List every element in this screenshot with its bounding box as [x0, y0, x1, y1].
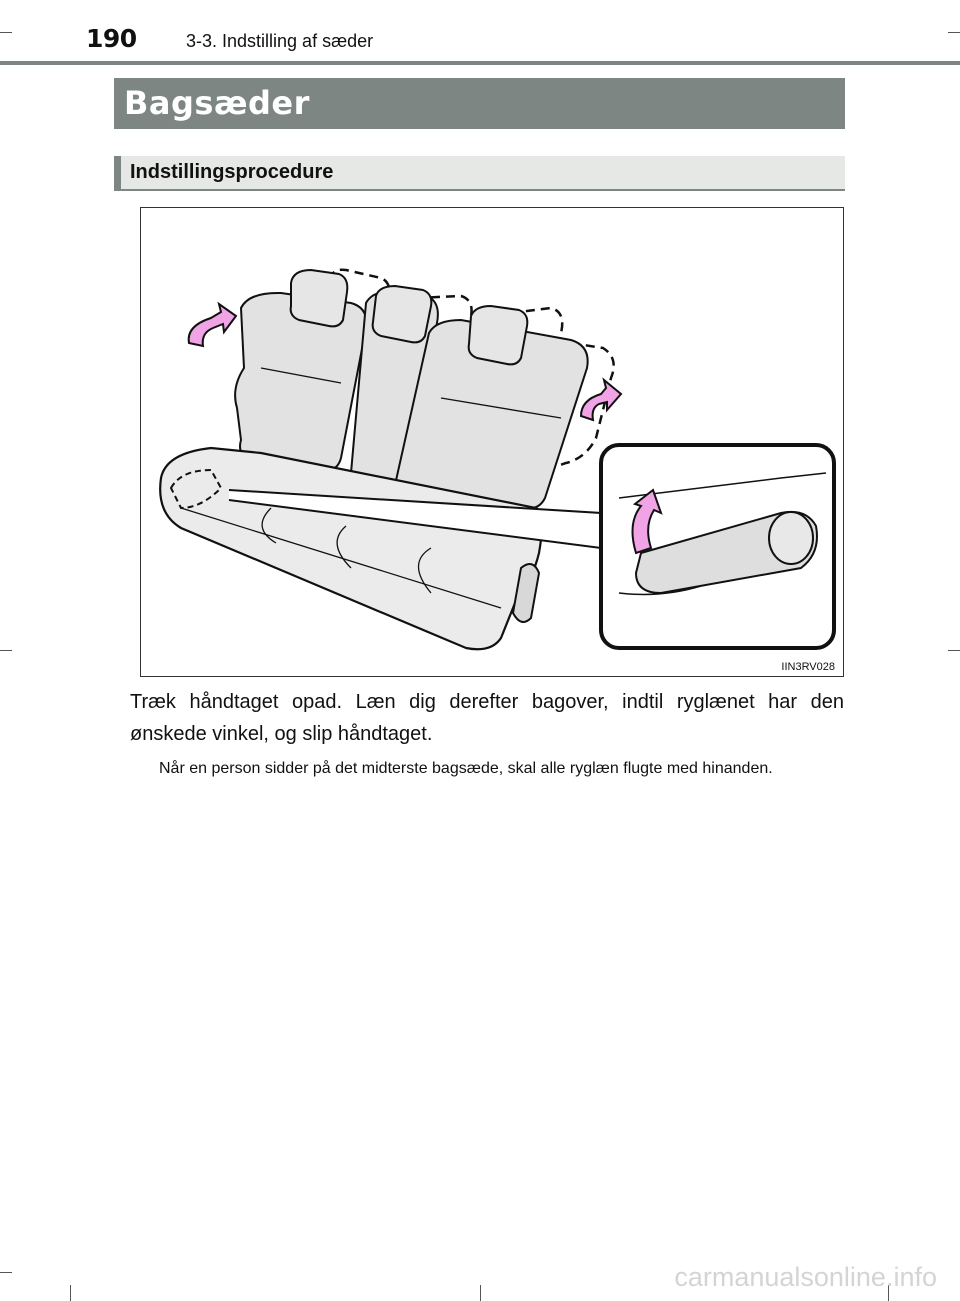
page-number: 190	[86, 24, 137, 53]
subheading-bar: Indstillingsprocedure	[114, 156, 845, 191]
rear-seat-drawing	[159, 268, 836, 651]
lever-location-outline	[169, 468, 223, 510]
instruction-text: Træk håndtaget opad. Læn dig derefter ba…	[130, 691, 844, 745]
page-title: Bagsæder	[124, 84, 310, 122]
note-text: Når en person sidder på det midterste ba…	[159, 760, 773, 777]
watermark: carmanualsonline.info	[674, 1262, 937, 1292]
seat-illustration: IIN3RV028	[140, 207, 844, 677]
cushion-seams	[180, 367, 562, 609]
headrests	[289, 268, 529, 366]
crop-mark	[948, 32, 960, 33]
crop-mark	[888, 1285, 889, 1301]
subheading-accent	[114, 156, 121, 191]
crop-mark	[0, 32, 12, 33]
side-lever	[511, 563, 541, 623]
lever-detail	[618, 472, 827, 596]
crop-mark	[948, 650, 960, 651]
section-reference: 3-3. Indstilling af sæder	[186, 31, 374, 51]
arrow-icon	[187, 301, 663, 555]
title-bar: Bagsæder	[114, 78, 845, 129]
crop-mark	[0, 1272, 12, 1273]
crop-mark	[70, 1285, 71, 1301]
crop-mark	[480, 1285, 481, 1301]
figure-code: IIN3RV028	[781, 661, 835, 673]
subheading: Indstillingsprocedure	[130, 161, 334, 183]
header-divider	[0, 61, 960, 65]
crop-mark	[0, 650, 12, 651]
